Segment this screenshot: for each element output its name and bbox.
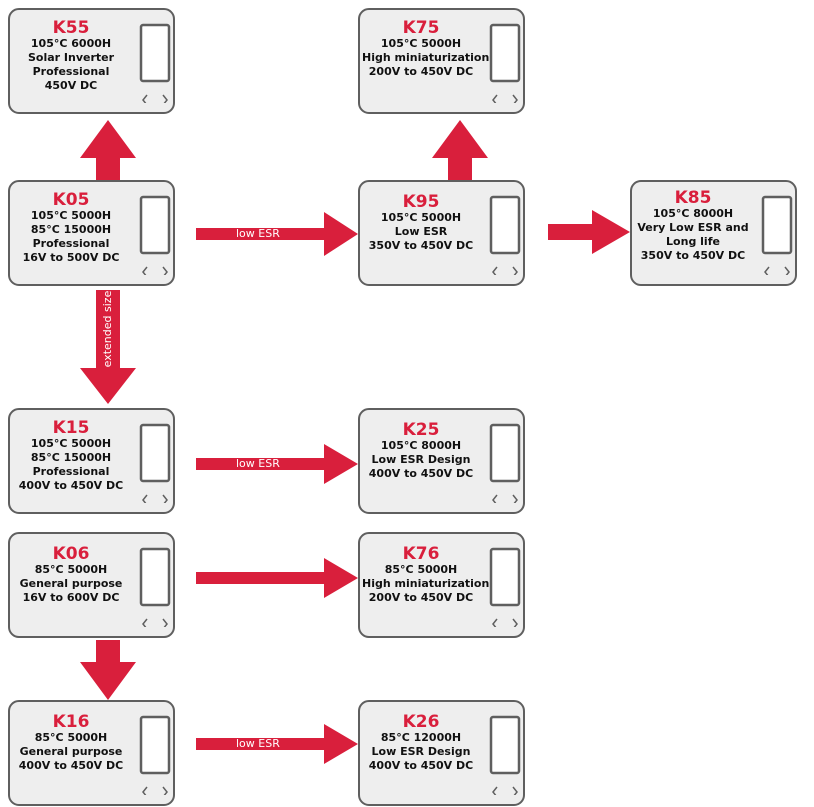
node-line: 105°C 6000H: [30, 37, 112, 50]
edge-label-k05-k15: extended size: [101, 290, 114, 368]
node-k05: K05 105°C 5000H 85°C 15000H Professional…: [8, 180, 175, 286]
node-title: K25: [402, 420, 440, 440]
node-line: 85°C 5000H: [384, 563, 458, 576]
node-line: 16V to 500V DC: [22, 251, 120, 264]
node-line: 85°C 12000H: [380, 731, 462, 744]
arrow-k06-to-k16: [80, 640, 136, 700]
capacitor-icon: [139, 423, 171, 503]
node-k76: K76 85°C 5000H High miniaturization 200V…: [358, 532, 525, 638]
capacitor-icon: [489, 715, 521, 795]
capacitor-icon: [761, 195, 793, 275]
arrow-k15-to-k25: [196, 444, 358, 484]
node-line: 85°C 5000H: [34, 563, 108, 576]
capacitor-icon: [489, 547, 521, 627]
node-line: 105°C 8000H: [652, 207, 734, 220]
node-line: 85°C 15000H: [30, 451, 112, 464]
node-line: 85°C 15000H: [30, 223, 112, 236]
arrow-k95-to-k75: [432, 120, 488, 180]
node-line: 450V DC: [44, 79, 98, 92]
node-line: 105°C 5000H: [30, 209, 112, 222]
arrow-k06-to-k76: [196, 558, 358, 598]
capacitor-icon: [489, 23, 521, 103]
node-line: 350V to 450V DC: [368, 239, 474, 252]
node-line: Low ESR Design: [371, 453, 471, 466]
node-k26: K26 85°C 12000H Low ESR Design 400V to 4…: [358, 700, 525, 806]
node-line: Professional: [32, 465, 110, 478]
edge-label-k15-k25: low ESR: [236, 457, 280, 470]
node-title: K26: [402, 712, 440, 732]
node-k55: K55 105°C 6000H Solar Inverter Professio…: [8, 8, 175, 114]
node-line: Professional: [32, 237, 110, 250]
node-line: Very Low ESR and: [637, 221, 749, 234]
node-title: K76: [402, 544, 440, 564]
node-line: Solar Inverter: [27, 51, 115, 64]
node-title: K95: [402, 192, 440, 212]
node-line: 400V to 450V DC: [368, 759, 474, 772]
node-k85: K85 105°C 8000H Very Low ESR and Long li…: [630, 180, 797, 286]
node-line: 105°C 8000H: [380, 439, 462, 452]
arrow-k05-to-k15: [80, 290, 136, 404]
node-k75: K75 105°C 5000H High miniaturization 200…: [358, 8, 525, 114]
node-line: 16V to 600V DC: [22, 591, 120, 604]
edge-label-k05-k95: low ESR: [236, 227, 280, 240]
node-title: K05: [52, 190, 90, 210]
node-title: K85: [674, 188, 712, 208]
capacitor-icon: [139, 547, 171, 627]
node-line: Low ESR Design: [371, 745, 471, 758]
node-line: 105°C 5000H: [380, 211, 462, 224]
node-line: High miniaturization: [362, 577, 490, 590]
node-title: K75: [402, 18, 440, 38]
node-line: Long life: [666, 235, 720, 248]
node-line: 200V to 450V DC: [368, 65, 474, 78]
capacitor-icon: [139, 715, 171, 795]
node-line: 105°C 5000H: [380, 37, 462, 50]
node-k25: K25 105°C 8000H Low ESR Design 400V to 4…: [358, 408, 525, 514]
arrow-k05-to-k95: [196, 212, 358, 256]
node-k06: K06 85°C 5000H General purpose 16V to 60…: [8, 532, 175, 638]
node-line: 400V to 450V DC: [18, 479, 124, 492]
node-k15: K15 105°C 5000H 85°C 15000H Professional…: [8, 408, 175, 514]
arrow-k05-to-k55: [80, 120, 136, 180]
node-line: Low ESR: [394, 225, 448, 238]
node-line: 400V to 450V DC: [18, 759, 124, 772]
node-line: General purpose: [19, 745, 123, 758]
node-title: K06: [52, 544, 90, 564]
edge-label-k16-k26: low ESR: [236, 737, 280, 750]
node-title: K15: [52, 418, 90, 438]
arrow-k16-to-k26: [196, 724, 358, 764]
capacitor-icon: [489, 423, 521, 503]
node-line: 350V to 450V DC: [640, 249, 746, 262]
node-title: K16: [52, 712, 90, 732]
node-k95: K95 105°C 5000H Low ESR 350V to 450V DC: [358, 180, 525, 286]
node-line: General purpose: [19, 577, 123, 590]
node-title: K55: [52, 18, 90, 38]
node-line: High miniaturization: [362, 51, 490, 64]
arrow-k95-to-k85: [548, 210, 630, 254]
node-k16: K16 85°C 5000H General purpose 400V to 4…: [8, 700, 175, 806]
node-line: 85°C 5000H: [34, 731, 108, 744]
node-line: 400V to 450V DC: [368, 467, 474, 480]
node-line: 200V to 450V DC: [368, 591, 474, 604]
capacitor-icon: [139, 23, 171, 103]
capacitor-icon: [139, 195, 171, 275]
capacitor-icon: [489, 195, 521, 275]
node-line: 105°C 5000H: [30, 437, 112, 450]
node-line: Professional: [32, 65, 110, 78]
